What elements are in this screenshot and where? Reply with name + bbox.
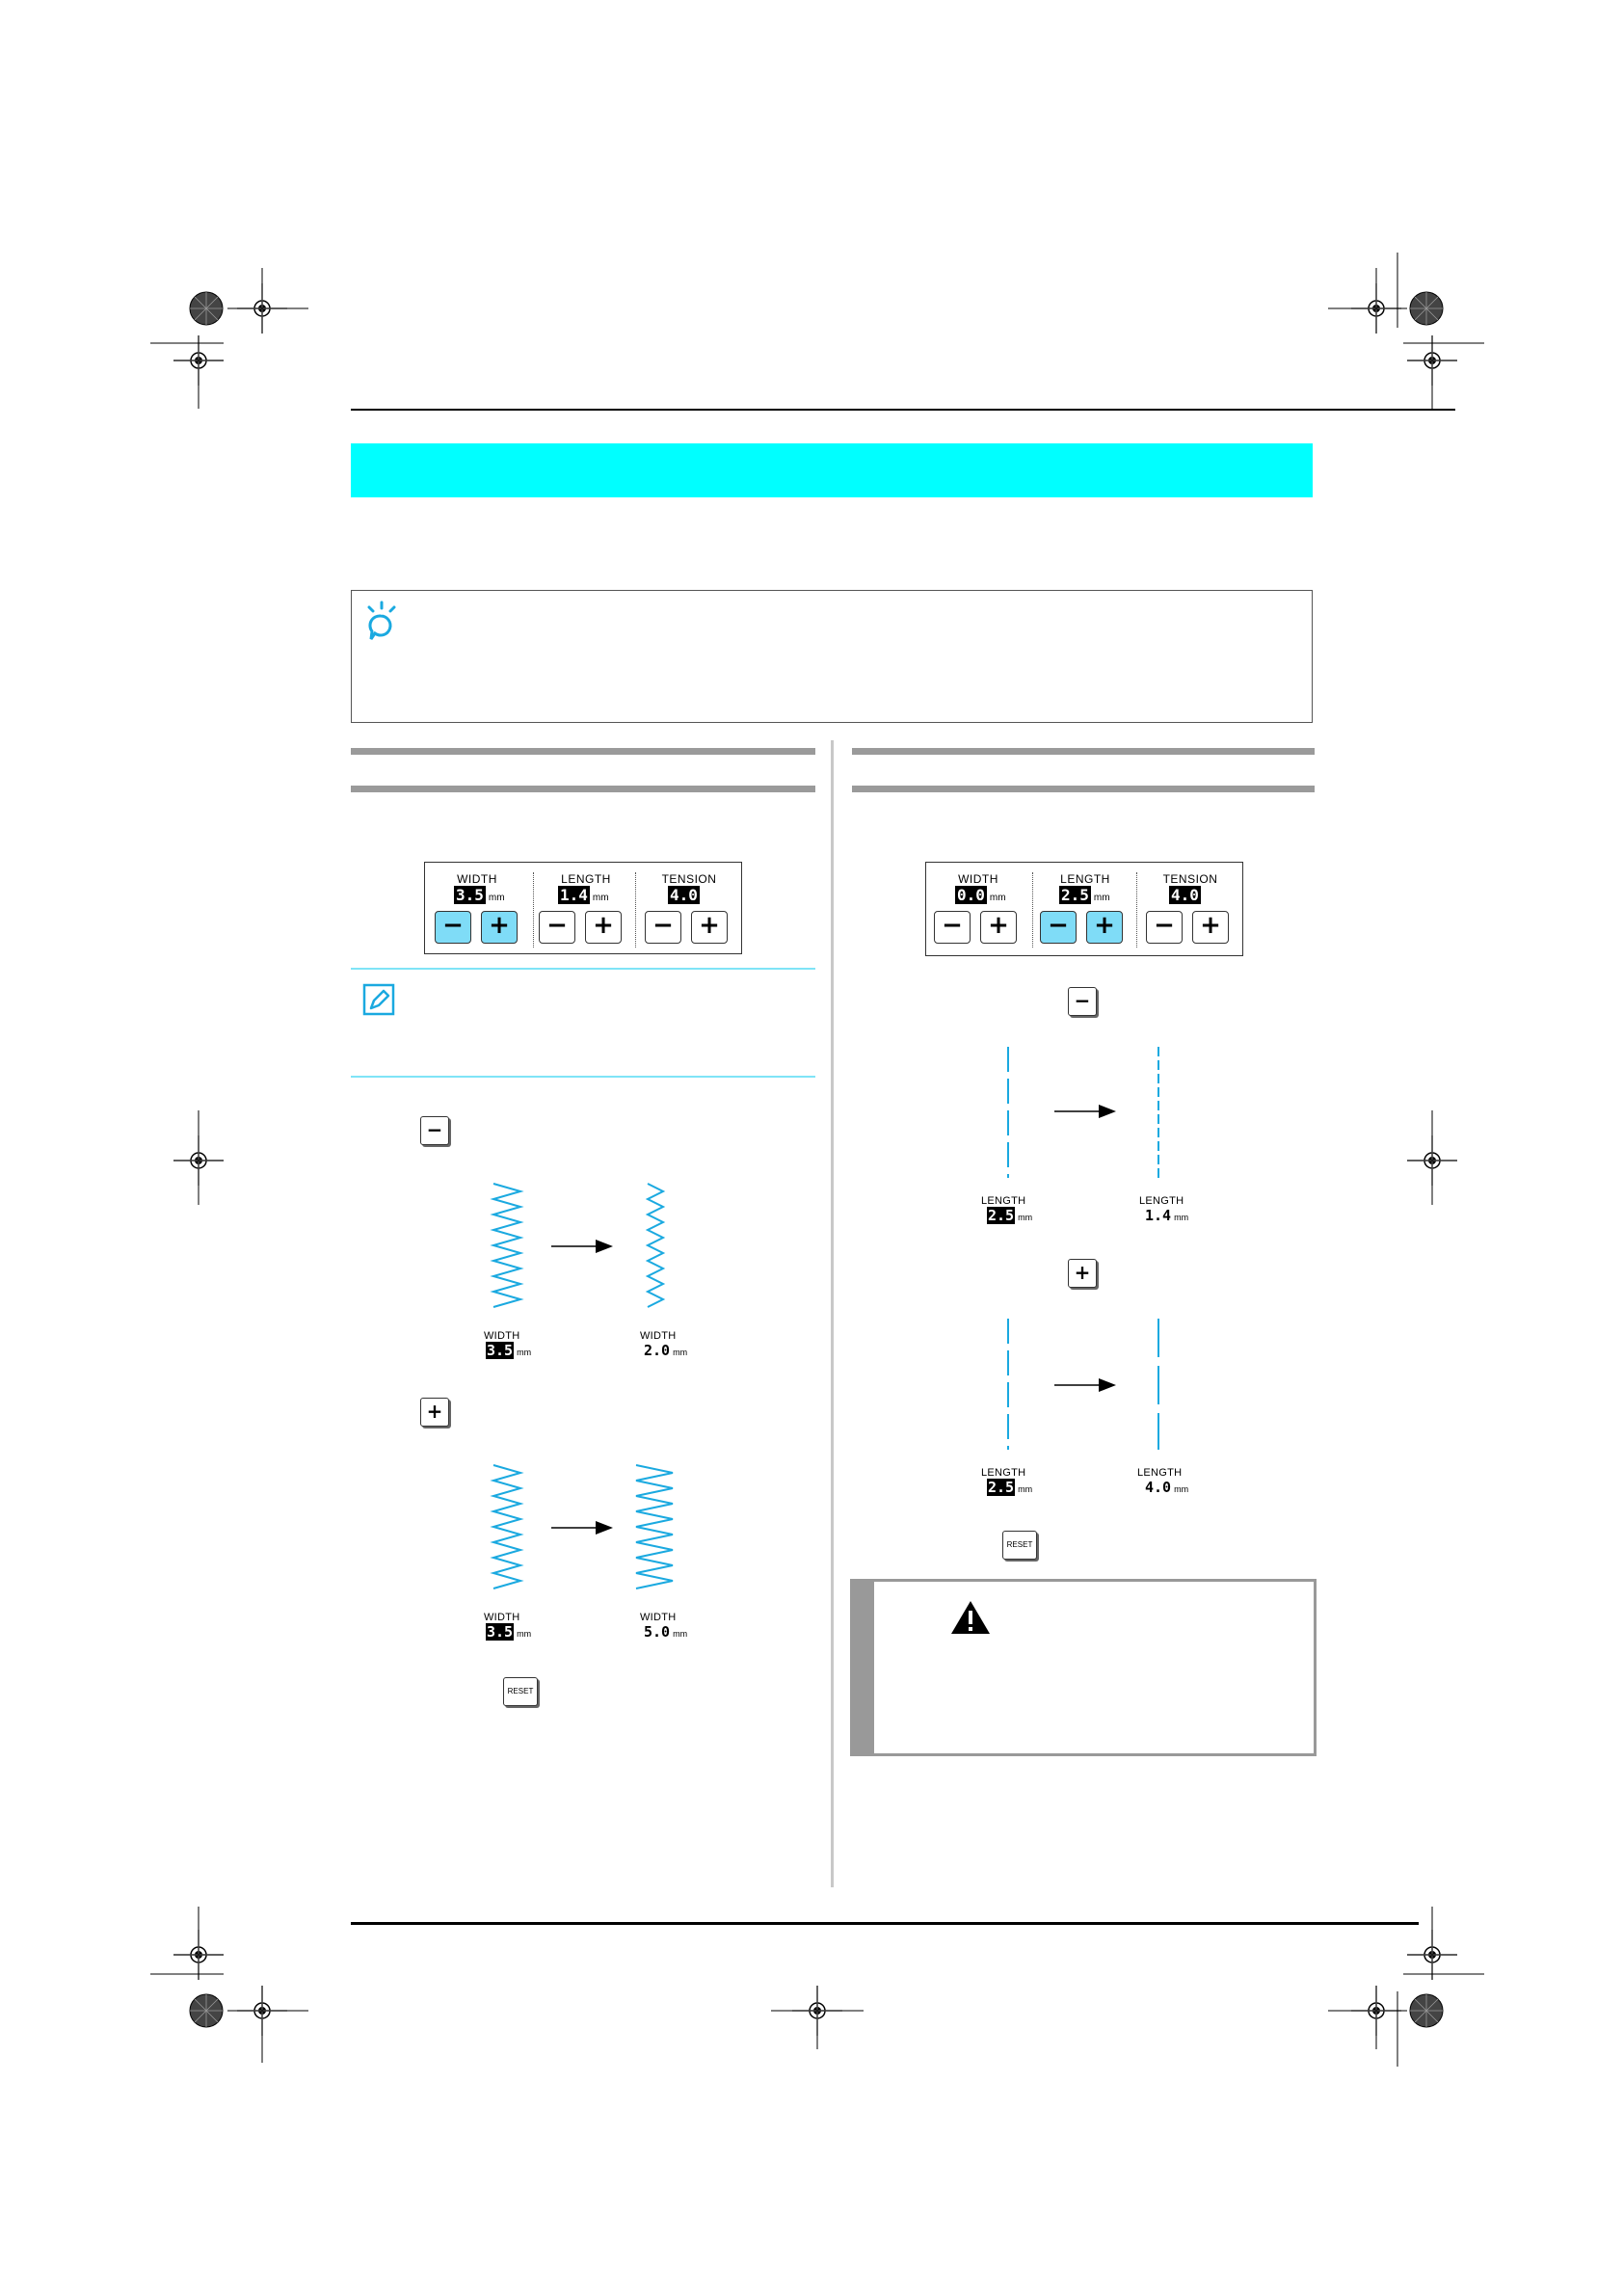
footer-rule — [351, 1922, 1419, 1925]
tension-plus-button[interactable]: + — [1192, 911, 1229, 944]
tension-group: TENSION 4.0 − + — [637, 863, 741, 953]
short-after-label: LENGTH — [1139, 1195, 1184, 1207]
narrow-after-label: WIDTH — [640, 1330, 677, 1342]
tension-label: TENSION — [1162, 872, 1218, 886]
column-separator — [831, 740, 834, 1887]
length-plus-button[interactable]: + — [585, 911, 622, 944]
note-box — [351, 590, 1313, 723]
registration-mark-icon — [1409, 291, 1444, 326]
width-label: WIDTH — [457, 872, 497, 886]
caution-side-bar — [853, 1582, 874, 1753]
width-plus-button[interactable]: + — [980, 911, 1017, 944]
registration-mark-icon — [189, 291, 224, 326]
tension-group: TENSION 4.0 − + — [1138, 863, 1242, 955]
arrow-right-icon — [551, 1521, 613, 1535]
section-banner — [351, 443, 1313, 497]
tension-value: 4.0 — [1169, 886, 1201, 904]
tension-minus-button[interactable]: − — [1146, 911, 1183, 944]
width-label: WIDTH — [958, 872, 998, 886]
zigzag-before-narrow — [490, 1183, 524, 1308]
tension-minus-button[interactable]: − — [645, 911, 681, 944]
lcd-divider — [533, 872, 534, 948]
minus-key-icon: − — [1068, 987, 1097, 1016]
width-plus-button[interactable]: + — [481, 911, 518, 944]
zigzag-before-wide — [490, 1464, 524, 1589]
stitch-after-long — [1157, 1319, 1159, 1450]
short-before-label: LENGTH — [981, 1195, 1026, 1207]
length-minus-button[interactable]: − — [1040, 911, 1077, 944]
zigzag-after-narrow — [645, 1183, 666, 1308]
stitch-after-short — [1157, 1047, 1159, 1178]
memo-pencil-icon — [362, 983, 395, 1016]
length-plus-button[interactable]: + — [1086, 911, 1123, 944]
stitch-before-long — [1007, 1319, 1009, 1450]
registration-mark-icon — [189, 1993, 224, 2028]
tension-label: TENSION — [661, 872, 717, 886]
length-minus-button[interactable]: − — [539, 911, 575, 944]
zigzag-after-wide — [635, 1464, 674, 1589]
arrow-right-icon — [1054, 1378, 1116, 1392]
tension-value: 4.0 — [668, 886, 700, 904]
note-bulb-icon — [367, 601, 396, 640]
caution-triangle-icon — [951, 1601, 990, 1634]
registration-mark-icon — [1409, 1993, 1444, 2028]
narrow-before-label: WIDTH — [484, 1330, 520, 1342]
reset-key-icon: RESET — [503, 1677, 538, 1706]
length-subheading — [852, 748, 1315, 792]
minus-key-icon: − — [420, 1116, 449, 1145]
long-before-label: LENGTH — [981, 1467, 1026, 1479]
plus-key-icon: + — [1068, 1259, 1097, 1288]
wide-after-label: WIDTH — [640, 1612, 677, 1623]
memo-top-rule — [351, 968, 815, 970]
width-minus-button[interactable]: − — [435, 911, 471, 944]
memo-bottom-rule — [351, 1076, 815, 1078]
stitch-before-short — [1007, 1047, 1009, 1178]
width-minus-button[interactable]: − — [934, 911, 971, 944]
length-label: LENGTH — [561, 872, 611, 886]
long-after-label: LENGTH — [1137, 1467, 1183, 1479]
plus-key-icon: + — [420, 1398, 449, 1427]
lcd-divider — [1032, 872, 1033, 948]
width-subheading — [351, 748, 815, 792]
lcd-divider — [1136, 872, 1137, 948]
lcd-divider — [635, 872, 636, 948]
caution-box — [850, 1579, 1317, 1756]
reset-key-icon: RESET — [1002, 1531, 1037, 1560]
wide-before-label: WIDTH — [484, 1612, 520, 1623]
arrow-right-icon — [551, 1240, 613, 1253]
arrow-right-icon — [1054, 1105, 1116, 1118]
length-label: LENGTH — [1060, 872, 1110, 886]
header-rule — [351, 409, 1455, 411]
tension-plus-button[interactable]: + — [691, 911, 728, 944]
